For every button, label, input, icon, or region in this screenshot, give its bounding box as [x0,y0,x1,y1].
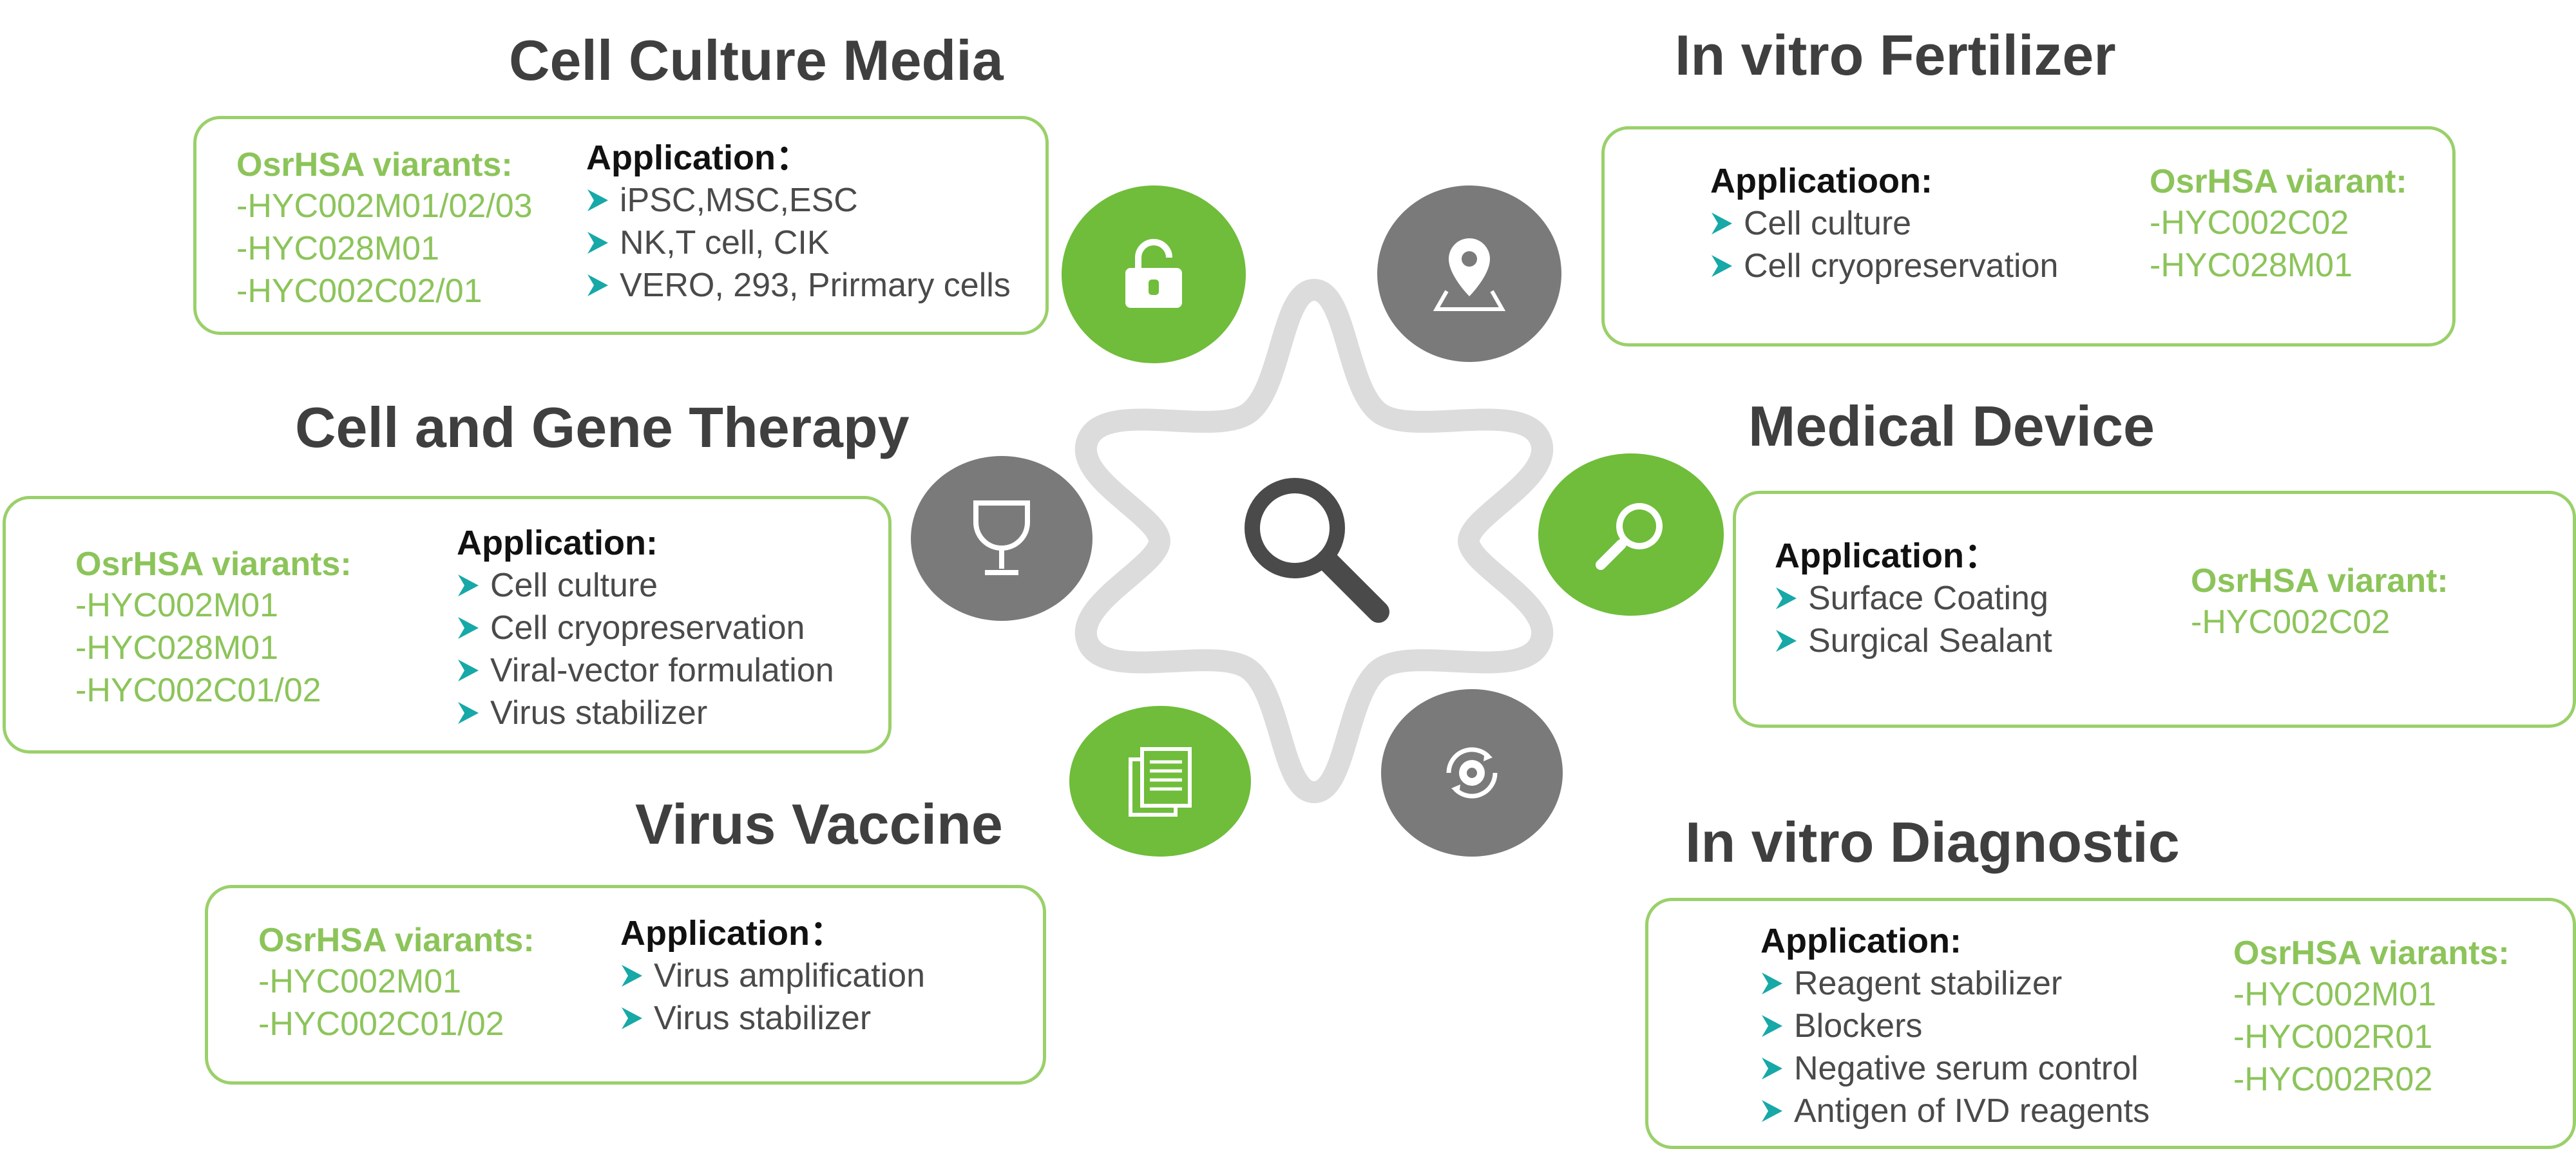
variant-heading: OsrHSA viarants: [75,546,352,583]
arrow-bullet-icon [586,231,609,255]
variant-heading: OsrHSA viarant: [2191,562,2448,600]
section-title-cell-culture-media: Cell Culture Media [509,28,1004,92]
application-item: Virus stabilizer [457,692,834,734]
in-vitro-diagnostic-box: Application: Reagent stabilizer Blockers… [1645,898,2576,1149]
arrow-bullet-icon [586,273,609,298]
section-title-cell-gene-therapy: Cell and Gene Therapy [295,395,910,459]
variant-heading: OsrHSA viarants: [236,146,513,184]
application-item: Reagent stabilizer [1760,962,2150,1005]
application-item: Cell cryopreservation [457,607,834,649]
arrow-bullet-icon [457,573,480,598]
application-heading: Application: [1760,922,1961,960]
application-item: Antigen of IVD reagents [1760,1090,2150,1132]
arrow-bullet-icon [457,701,480,725]
variant-item: -HYC002M01 [75,587,279,625]
arrow-bullet-icon [620,1006,644,1030]
magnifier-icon [1538,453,1724,616]
unlock-icon [1062,185,1246,363]
application-item: NK,T cell, CIK [586,222,1011,264]
application-item: Virus stabilizer [620,997,925,1040]
variant-heading: OsrHSA viarants: [258,922,535,959]
application-item: Surface Coating [1775,577,2052,620]
trophy-icon [911,456,1092,621]
arrow-bullet-icon [457,616,480,640]
application-item: Viral-vector formulation [457,649,834,692]
application-item: Virus amplification [620,954,925,997]
variant-item: -HYC002C01/02 [258,1005,504,1043]
medical-device-box: Application： Surface Coating Surgical Se… [1733,491,2576,728]
variant-item: -HYC002R01 [2233,1018,2433,1056]
section-title-virus-vaccine: Virus Vaccine [635,792,1003,856]
arrow-bullet-icon [1760,1099,1784,1123]
arrow-bullet-icon [1775,586,1798,611]
application-item: VERO, 293, Prirmary cells [586,264,1011,307]
section-title-in-vitro-fertilizer: In vitro Fertilizer [1675,23,2116,87]
gear-refresh-icon [1381,689,1563,857]
search-icon [1245,478,1389,623]
arrow-bullet-icon [1760,1056,1784,1081]
arrow-bullet-icon [457,658,480,683]
application-item: Cell culture [1710,202,2058,245]
variant-item: -HYC002R02 [2233,1061,2433,1099]
variant-item: -HYC002C02/01 [236,272,482,310]
application-heading: Application： [586,138,810,177]
variant-item: -HYC028M01 [75,629,279,667]
variant-heading: OsrHSA viarant: [2150,163,2407,200]
arrow-bullet-icon [1710,211,1733,236]
application-item: Surgical Sealant [1775,620,2052,662]
application-item: iPSC,MSC,ESC [586,179,1011,222]
arrow-bullet-icon [1760,971,1784,996]
application-heading: Application： [1775,537,1999,575]
arrow-bullet-icon [1710,254,1733,278]
application-item: Cell culture [457,564,834,607]
arrow-bullet-icon [620,964,644,988]
cell-culture-media-box: OsrHSA viarants: -HYC002M01/02/03 -HYC02… [193,116,1049,335]
application-item: Negative serum control [1760,1047,2150,1090]
application-heading: Applicatioon: [1710,162,1932,200]
cell-gene-therapy-box: OsrHSA viarants: -HYC002M01 -HYC028M01 -… [3,496,892,754]
application-item: Blockers [1760,1005,2150,1047]
variant-item: -HYC002C02 [2150,204,2349,242]
documents-icon [1069,706,1251,857]
application-heading: Application: [457,524,658,562]
arrow-bullet-icon [1760,1014,1784,1038]
variant-item: -HYC002C01/02 [75,672,321,710]
arrow-bullet-icon [586,188,609,213]
variant-item: -HYC002C02 [2191,603,2390,641]
arrow-bullet-icon [1775,629,1798,653]
variant-item: -HYC002M01 [2233,976,2437,1014]
variant-item: -HYC002M01/02/03 [236,187,533,225]
application-heading: Application： [620,914,844,953]
map-pin-icon [1377,185,1561,362]
variant-item: -HYC028M01 [236,230,440,268]
section-title-in-vitro-diagnostic: In vitro Diagnostic [1685,810,2180,874]
application-item: Cell cryopreservation [1710,245,2058,287]
variant-item: -HYC028M01 [2150,247,2353,285]
section-title-medical-device: Medical Device [1748,394,2155,458]
in-vitro-fertilizer-box: Applicatioon: Cell culture Cell cryopres… [1601,126,2456,347]
variant-heading: OsrHSA viarants: [2233,935,2510,972]
variant-item: -HYC002M01 [258,963,462,1001]
center-hub [1074,278,1554,804]
virus-vaccine-box: OsrHSA viarants: -HYC002M01 -HYC002C01/0… [205,885,1046,1085]
